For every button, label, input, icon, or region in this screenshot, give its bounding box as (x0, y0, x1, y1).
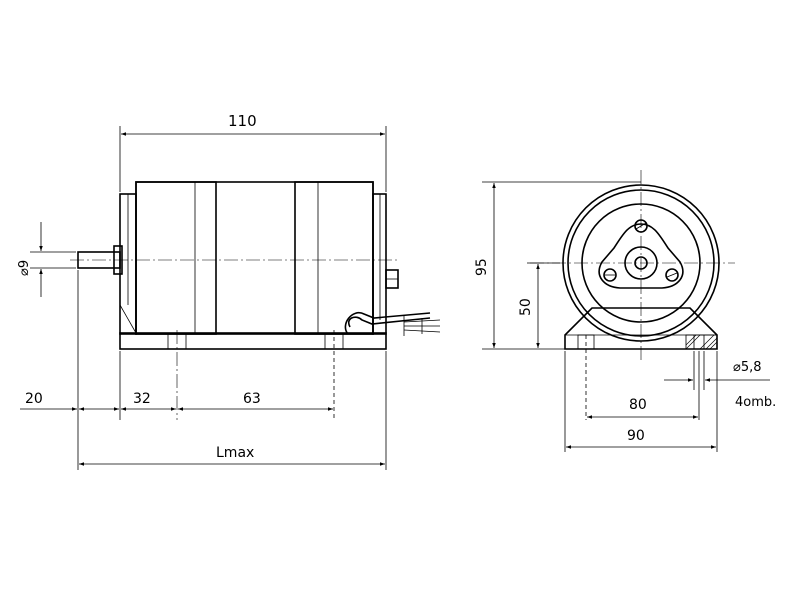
motor-shaft (77, 251, 121, 269)
base-plate (119, 332, 387, 350)
screw-left (603, 268, 617, 282)
housing-outer-circle (562, 184, 720, 342)
dim-50-label: 50 (518, 298, 534, 316)
front-view: 95 50 ⌀5,8 4omb. 80 90 (474, 170, 776, 452)
dim-hole-count-label: 4omb. (735, 395, 776, 410)
motor-body (135, 181, 374, 335)
dim-shaft-diameter-label: ⌀9 (17, 260, 32, 276)
clamp-band-right (294, 181, 374, 335)
housing-inner-circle (567, 189, 715, 337)
dim-32-label: 32 (133, 391, 151, 407)
power-cable (344, 311, 441, 336)
side-view: 110 ⌀9 20 32 63 Lmax (17, 112, 441, 470)
dim-20-label: 20 (25, 391, 43, 407)
dim-95-label: 95 (474, 258, 490, 276)
dim-lmax-label: Lmax (216, 445, 254, 461)
shaft-end (634, 256, 648, 270)
screw-right (665, 268, 679, 282)
mount-hole-right-section (685, 334, 718, 350)
dim-hole-diameter-label: ⌀5,8 (733, 360, 762, 375)
dim-110-label: 110 (228, 112, 257, 130)
dim-63-label: 63 (243, 391, 261, 407)
end-shield-circle (581, 203, 701, 323)
bearing-plate (598, 223, 684, 289)
clamp-band-left (135, 181, 217, 335)
screw-top (634, 219, 648, 233)
dim-90-label: 90 (627, 428, 645, 444)
end-cap-right (372, 193, 387, 335)
dim-80-label: 80 (629, 397, 647, 413)
